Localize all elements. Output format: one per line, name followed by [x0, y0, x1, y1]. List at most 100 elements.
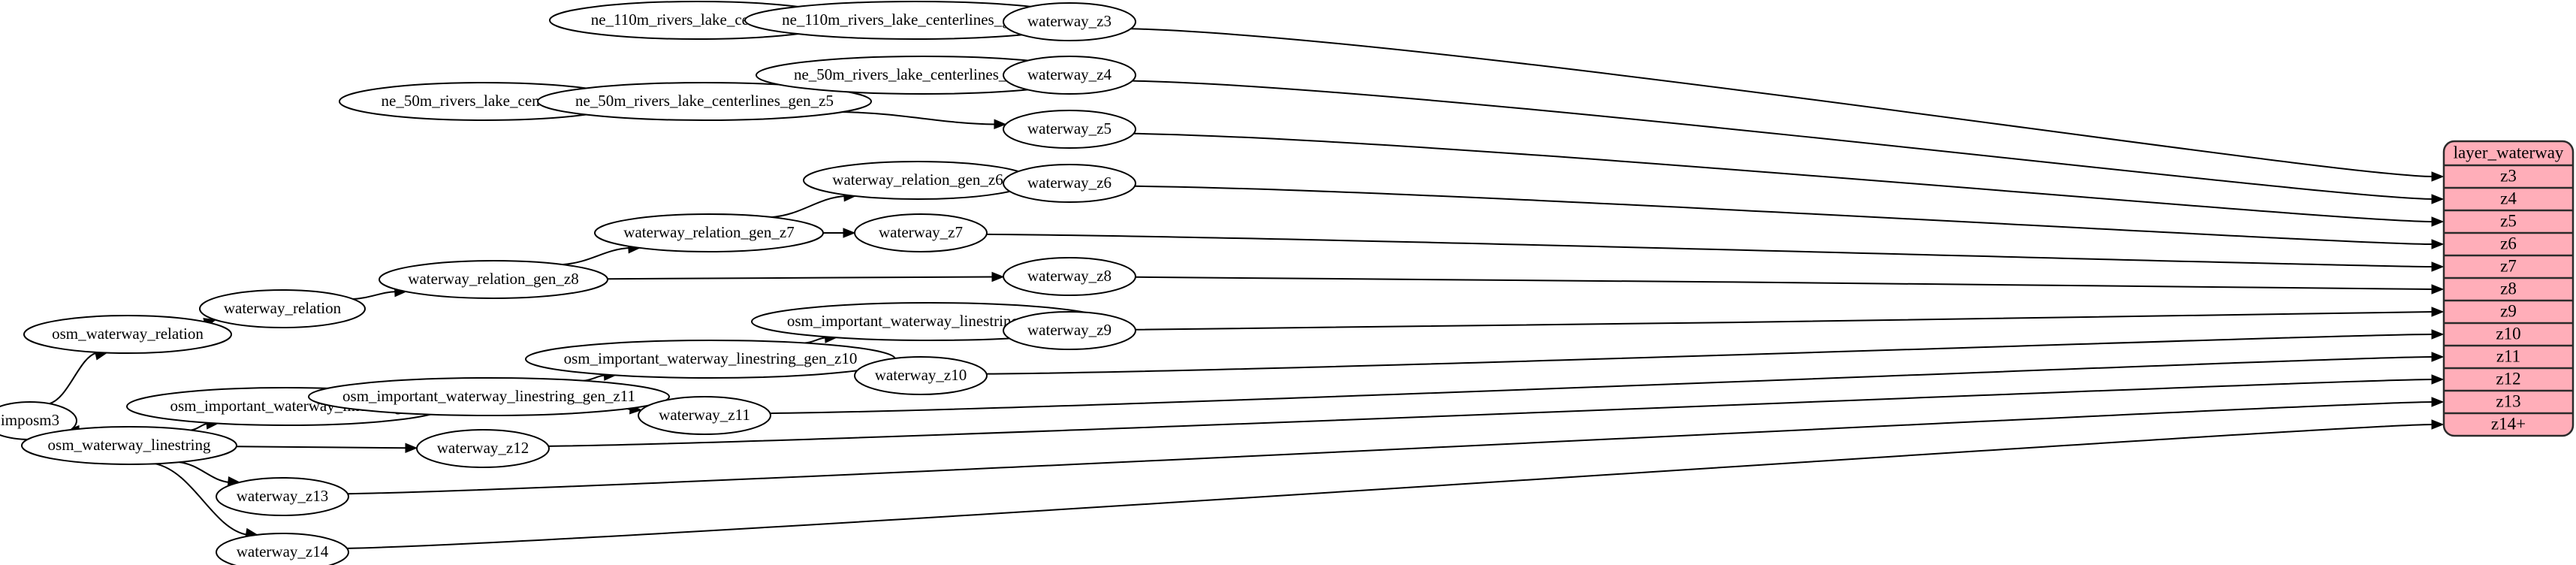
layer-table-box: [2442, 140, 2574, 437]
edge-waterway_relation_gen_z7-to-waterway_relation_gen_z6: [771, 195, 846, 219]
node-ellipse: [594, 213, 824, 252]
node-label: waterway_z11: [659, 406, 750, 424]
arrowhead-icon: [2431, 374, 2445, 385]
node-osm_important_waterway_linestring_gen_z11[interactable]: osm_important_waterway_linestring_gen_z1…: [308, 377, 670, 416]
node-label: waterway_z6: [1027, 174, 1112, 192]
node-label: waterway_z9: [1027, 321, 1112, 339]
arrowhead-icon: [2431, 261, 2445, 272]
node-ellipse: [638, 396, 771, 435]
edge-imposm3-to-osm_waterway_relation: [49, 352, 98, 405]
node-waterway_z13[interactable]: waterway_z13: [216, 477, 349, 516]
node-waterway_relation_gen_z6[interactable]: waterway_relation_gen_z6: [803, 161, 1033, 200]
arrowhead-icon: [2431, 171, 2445, 182]
arrowhead-icon: [2431, 284, 2445, 295]
node-waterway_relation_gen_z8[interactable]: waterway_relation_gen_z8: [379, 260, 608, 299]
node-ellipse: [1003, 110, 1136, 149]
node-ellipse: [854, 213, 988, 252]
node-label: waterway_z13: [237, 487, 328, 505]
layer-table-row-z3[interactable]: z3: [2500, 166, 2517, 185]
arrowhead-icon: [405, 443, 418, 454]
arrowhead-icon: [2431, 239, 2445, 249]
layer-table-header: layer_waterway: [2454, 143, 2564, 162]
layer-table-row-z13[interactable]: z13: [2496, 391, 2520, 410]
node-label: waterway_z7: [879, 223, 963, 241]
edge-waterway_z12-to-layer_waterway-z12: [548, 379, 2434, 447]
node-imposm3[interactable]: imposm3: [0, 401, 77, 440]
node-ellipse: [416, 429, 550, 468]
node-waterway_z10[interactable]: waterway_z10: [854, 356, 988, 395]
edge-waterway_z8-to-layer_waterway-z8: [1135, 276, 2434, 290]
node-ne_50m_rivers_lake_centerlines_gen_z5[interactable]: ne_50m_rivers_lake_centerlines_gen_z5: [537, 82, 872, 121]
layer-table-row-z9[interactable]: z9: [2500, 301, 2517, 320]
layer-table-row-z12[interactable]: z12: [2496, 369, 2520, 388]
node-label: waterway_relation_gen_z7: [623, 223, 794, 241]
node-label: waterway_z5: [1027, 119, 1112, 137]
node-label: waterway_z12: [437, 439, 529, 457]
arrowhead-icon: [994, 119, 1007, 129]
edge-waterway_relation_gen_z8-to-waterway_relation_gen_z7: [563, 246, 630, 266]
node-label: waterway_relation_gen_z6: [832, 171, 1003, 189]
layer-table-row-z14plus[interactable]: z14+: [2491, 414, 2526, 433]
node-waterway_z4[interactable]: waterway_z4: [1003, 56, 1136, 95]
arrowhead-icon: [2431, 216, 2445, 227]
edge-waterway_z11-to-layer_waterway-z11: [770, 356, 2434, 415]
node-waterway_z12[interactable]: waterway_z12: [416, 429, 550, 468]
node-ellipse: [1003, 164, 1136, 203]
layer-table-row-z6[interactable]: z6: [2500, 234, 2517, 252]
node-label: waterway_relation_gen_z8: [408, 270, 578, 288]
node-ellipse: [379, 260, 608, 299]
arrowhead-icon: [991, 271, 1005, 282]
node-label: imposm3: [1, 411, 59, 429]
node-label: osm_important_waterway_linestring_gen_z1…: [342, 387, 635, 405]
node-ellipse: [216, 477, 349, 516]
node-waterway_z9[interactable]: waterway_z9: [1003, 311, 1136, 350]
node-waterway_relation_gen_z7[interactable]: waterway_relation_gen_z7: [594, 213, 824, 252]
node-ellipse: [854, 356, 988, 395]
node-waterway_z14[interactable]: waterway_z14: [216, 533, 349, 565]
node-label: osm_waterway_relation: [52, 325, 204, 343]
layer-table-row-z8[interactable]: z8: [2500, 279, 2517, 298]
node-waterway_z11[interactable]: waterway_z11: [638, 396, 771, 435]
node-ellipse: [199, 289, 366, 328]
node-waterway_z3[interactable]: waterway_z3: [1003, 2, 1136, 41]
layer-table-row-z4[interactable]: z4: [2500, 189, 2517, 207]
node-label: waterway_z10: [875, 366, 967, 384]
node-waterway_relation[interactable]: waterway_relation: [199, 289, 366, 328]
node-osm_important_waterway_linestring_gen_z10[interactable]: osm_important_waterway_linestring_gen_z1…: [525, 340, 896, 379]
node-label: waterway_z3: [1027, 12, 1112, 30]
layer-table-row-z7[interactable]: z7: [2500, 256, 2517, 275]
edge-osm_waterway_linestring-to-waterway_z14: [155, 463, 248, 536]
node-ellipse: [537, 82, 872, 121]
edge-waterway_relation_gen_z8-to-waterway_z8: [607, 276, 994, 280]
node-ellipse: [1003, 257, 1136, 296]
edge-waterway_z6-to-layer_waterway-z6: [1134, 185, 2434, 245]
node-label: waterway_relation: [224, 299, 342, 317]
arrowhead-icon: [2431, 352, 2445, 362]
node-ellipse: [1003, 2, 1136, 41]
node-waterway_z5[interactable]: waterway_z5: [1003, 110, 1136, 149]
edge-waterway_z14-to-layer_waterway-z14-: [347, 424, 2434, 549]
edge-waterway_z13-to-layer_waterway-z13: [347, 401, 2434, 495]
edge-waterway_z4-to-layer_waterway-z4: [1132, 80, 2434, 200]
arrowhead-icon: [2431, 397, 2445, 407]
node-osm_waterway_linestring[interactable]: osm_waterway_linestring: [21, 426, 237, 465]
layer-table-row-z5[interactable]: z5: [2500, 211, 2517, 230]
node-label: waterway_z4: [1027, 65, 1112, 83]
node-label: waterway_z8: [1027, 267, 1112, 285]
node-waterway_z8[interactable]: waterway_z8: [1003, 257, 1136, 296]
edge-waterway_z10-to-layer_waterway-z10: [986, 334, 2434, 375]
edge-waterway_z3-to-layer_waterway-z3: [1130, 28, 2434, 177]
layer-table-row-z11[interactable]: z11: [2496, 346, 2520, 365]
arrowhead-icon: [2431, 419, 2445, 430]
layer-table-row-z10[interactable]: z10: [2496, 324, 2520, 343]
node-ellipse: [23, 315, 232, 354]
node-ellipse: [21, 426, 237, 465]
node-waterway_z7[interactable]: waterway_z7: [854, 213, 988, 252]
node-osm_waterway_relation[interactable]: osm_waterway_relation: [23, 315, 232, 354]
node-ellipse: [1003, 311, 1136, 350]
edge-osm_important_waterway_linestring_gen_z10-to-osm_important_waterway_linestring_gen_z9: [804, 337, 827, 344]
node-label: ne_50m_rivers_lake_centerlines_gen_z5: [575, 92, 834, 110]
node-ellipse: [308, 377, 670, 416]
node-waterway_z6[interactable]: waterway_z6: [1003, 164, 1136, 203]
